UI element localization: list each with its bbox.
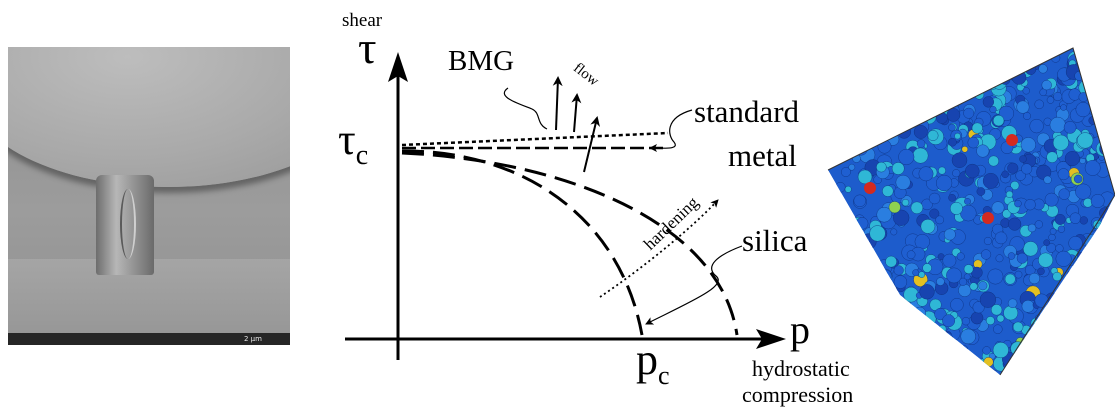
sem-shear-band (120, 189, 136, 259)
flow-arrow-3 (583, 116, 600, 173)
y-axis-label-shear: shear (342, 10, 383, 31)
tau-c-label: τc (338, 118, 368, 178)
x-axis-symbol-p: p (790, 307, 810, 352)
flow-arrow-1 (552, 76, 563, 131)
particle-cloud (828, 48, 1115, 375)
sem-micrograph: 2 μm (8, 47, 290, 345)
silica-label: silica (742, 223, 808, 258)
p-c-base: p (636, 335, 658, 384)
standard-metal-pointer (649, 109, 693, 153)
standard-label: standard (694, 94, 800, 129)
flow-arrow-2 (571, 93, 582, 133)
x-axis-label-hydrostatic: hydrostatic (752, 356, 850, 381)
bmg-yield-line (401, 131, 669, 147)
cube-edges (827, 47, 1115, 376)
tau-c-base: τ (338, 115, 356, 164)
silica-pointer (645, 245, 743, 325)
sem-indenter-tip (8, 47, 290, 187)
y-axis-arrowhead (388, 52, 408, 82)
bmg-label: BMG (448, 45, 515, 77)
y-axis-symbol-tau: τ (358, 22, 377, 73)
sem-scale-bar-label: 2 μm (244, 335, 262, 343)
p-c-subscript: c (658, 360, 670, 390)
tau-c-subscript: c (355, 139, 369, 171)
bmg-pointer (503, 87, 548, 130)
p-c-label: pc (636, 338, 670, 398)
x-axis-arrowhead (756, 329, 786, 349)
x-axis-label-compression: compression (742, 382, 854, 407)
silica-curve-inner (401, 149, 644, 336)
metal-label: metal (728, 138, 797, 173)
sem-info-bar (8, 333, 290, 345)
silica-curve-outer (401, 151, 739, 336)
